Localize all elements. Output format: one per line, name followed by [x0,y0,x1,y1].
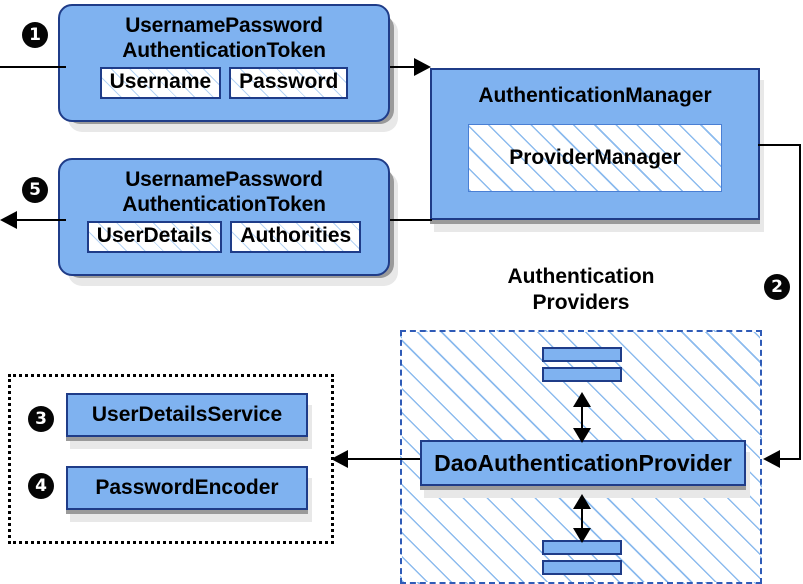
username-field[interactable]: Username [99,67,222,99]
user-details-service-box[interactable]: UserDetailsService [66,393,308,437]
request-token-title-line1: UsernamePassword [125,14,323,37]
dao-authentication-provider-label: DaoAuthenticationProvider [434,449,732,476]
response-authentication-token-card[interactable]: UsernamePassword AuthenticationToken Use… [58,158,390,276]
request-token-fields: Username Password [60,67,388,99]
request-to-manager-line [390,66,422,68]
user-details-service-label: UserDetailsService [91,403,283,426]
manager-to-response-line [390,219,432,221]
provider-link-bottom-arrow-up [573,494,591,509]
response-token-title-line2: AuthenticationToken [122,193,326,216]
manager-to-provider-line-bottom [780,458,801,460]
badge-step-1: 1 [22,22,48,48]
response-token-fields: UserDetails Authorities [60,221,388,253]
badge-step-5: 5 [22,177,48,203]
provider-manager-label: ProviderManager [509,146,681,169]
user-details-field[interactable]: UserDetails [86,221,223,253]
authentication-manager-title: AuthenticationManager [478,84,712,107]
incoming-request-line [0,66,66,68]
request-authentication-token-card[interactable]: UsernamePassword AuthenticationToken Use… [58,4,390,122]
response-token-title: UsernamePassword AuthenticationToken [60,160,388,217]
provider-placeholder-top-2[interactable] [542,367,622,382]
provider-link-bottom-arrow-down [573,528,591,543]
badge-step-4: 4 [28,473,54,499]
response-outgoing-line [17,219,66,221]
password-encoder-box[interactable]: PasswordEncoder [66,466,308,510]
request-to-manager-arrowhead [414,58,431,76]
manager-to-provider-line-top [758,144,801,146]
response-outgoing-arrowhead [0,211,17,229]
provider-link-top-arrow-down [573,428,591,443]
manager-to-provider-arrowhead [763,450,780,468]
provider-link-bottom-line [581,502,583,532]
password-encoder-label: PasswordEncoder [95,476,279,499]
badge-step-3: 3 [28,406,54,432]
authentication-providers-label-line2: Providers [532,291,630,314]
authentication-providers-label: Authentication Providers [468,264,694,316]
provider-to-services-arrowhead [331,450,348,468]
request-token-title-line2: AuthenticationToken [122,39,326,62]
provider-link-top-arrow-up [573,392,591,407]
provider-to-services-line [348,458,420,460]
manager-to-provider-line-vertical [799,144,801,460]
request-token-title: UsernamePassword AuthenticationToken [60,6,388,63]
authorities-field[interactable]: Authorities [230,221,362,253]
response-token-title-line1: UsernamePassword [125,168,323,191]
password-field[interactable]: Password [229,67,349,99]
provider-placeholder-top-1[interactable] [542,347,622,362]
authentication-providers-label-line1: Authentication [507,265,655,288]
badge-step-2: 2 [764,274,790,300]
provider-manager-box[interactable]: ProviderManager [468,124,722,192]
dao-authentication-provider-box[interactable]: DaoAuthenticationProvider [420,440,746,486]
provider-placeholder-bottom-2[interactable] [542,560,622,575]
provider-link-top-line [581,400,583,432]
